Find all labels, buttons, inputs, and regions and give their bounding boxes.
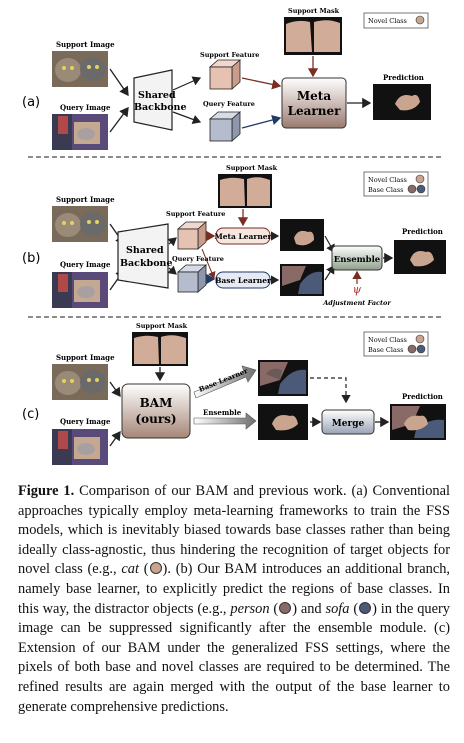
legend-c-base: Base Class — [368, 346, 404, 354]
meta-a-line1: Meta — [297, 89, 331, 103]
meta-learner-b: Meta Learner — [214, 227, 273, 245]
sofa-class-dot — [359, 601, 372, 614]
query-image-label-a: Query Image — [60, 103, 111, 112]
figure-diagram: (a) Support Image Query Image Shared Bac… — [22, 7, 446, 465]
backbone-b-line1: Shared — [126, 245, 164, 256]
meta-a-line2: Learner — [288, 104, 342, 118]
backbone-a-line1: Shared — [138, 90, 176, 101]
legend-a: Novel Class — [363, 12, 429, 29]
support-image-label-a: Support Image — [56, 40, 115, 49]
base-learner-arrow-c: Base Learner — [193, 365, 257, 399]
legend-b-base: Base Class — [368, 186, 404, 194]
caption-text-4: ) in the query image can be suppressed s… — [18, 600, 450, 715]
panel-b-label: (b) — [22, 251, 40, 266]
caption-person: person — [230, 600, 270, 617]
query-image-c — [52, 429, 108, 465]
caption-sofa: sofa — [325, 600, 350, 617]
legend-a-novel: Novel Class — [368, 17, 407, 25]
ensemble-c-label: Ensemble — [203, 408, 242, 417]
caption-cat: cat — [121, 561, 139, 578]
support-image-label-b: Support Image — [56, 195, 115, 204]
backbone-a-line2: Backbone — [134, 102, 186, 113]
support-mask-label-a: Support Mask — [288, 7, 340, 15]
query-feature-label-a: Query Feature — [203, 100, 255, 108]
legend-c-novel: Novel Class — [368, 336, 407, 344]
support-image-b — [52, 206, 108, 242]
prediction-b — [394, 240, 446, 274]
base-output-c — [258, 360, 308, 396]
support-feature-label-b: Support Feature — [166, 210, 225, 218]
base-learner-b: Base Learner — [215, 271, 272, 289]
support-mask-a — [284, 17, 342, 55]
panel-b: (b) Support Image Query Image Shared Bac… — [22, 164, 446, 308]
support-mask-c — [132, 332, 188, 366]
query-image-b — [52, 272, 108, 308]
legend-b: Novel Class Base Class — [363, 171, 429, 197]
ensemble-b-label: Ensemble — [334, 255, 381, 265]
legend-b-novel: Novel Class — [368, 176, 407, 184]
support-feature-label-a: Support Feature — [200, 51, 259, 59]
panel-a-label: (a) — [22, 95, 40, 110]
query-image-label-c: Query Image — [60, 417, 111, 426]
query-image-label-b: Query Image — [60, 260, 111, 269]
bam-block: BAM (ours) — [121, 383, 191, 439]
merge-label: Merge — [332, 419, 365, 429]
support-feature-cube-a — [208, 59, 242, 90]
query-image-a — [52, 114, 108, 150]
support-image-a — [52, 51, 108, 87]
caption-text-2: ). (b) Our BAM introduces an additional … — [18, 561, 451, 617]
query-feature-cube-b — [176, 264, 208, 293]
support-feature-cube-b — [176, 221, 208, 250]
novel-class-dot — [149, 562, 162, 575]
meta-learner-b-label: Meta Learner — [214, 232, 272, 241]
panel-a: (a) Support Image Query Image Shared Bac… — [22, 7, 431, 150]
support-image-c — [52, 364, 108, 400]
support-mask-b — [218, 174, 272, 208]
ensemble-output-c — [258, 404, 308, 440]
base-learner-c-label: Base Learner — [197, 366, 249, 394]
bam-line1: BAM — [140, 396, 173, 410]
panel-c: (c) Support Image Query Image Support Ma… — [22, 322, 446, 465]
merge-block: Merge — [321, 409, 375, 435]
legend-c: Novel Class Base Class — [363, 331, 429, 357]
prediction-label-c: Prediction — [402, 392, 443, 401]
caption-text-3: and — [297, 600, 326, 617]
psi-symbol: ψ — [353, 283, 362, 296]
support-mask-label-c: Support Mask — [136, 322, 188, 330]
person-class-dot — [279, 601, 292, 614]
base-learner-b-label: Base Learner — [215, 276, 272, 285]
query-feature-label-b: Query Feature — [172, 255, 224, 263]
meta-output-b — [280, 219, 324, 251]
figure-caption: Figure 1. Comparison of our BAM and prev… — [18, 483, 451, 715]
caption-text-1: Comparison of our BAM and previous work.… — [18, 483, 450, 578]
shared-backbone-a: Shared Backbone — [133, 69, 186, 131]
base-output-b — [280, 264, 324, 296]
figure-label: Figure 1. — [18, 483, 75, 499]
support-mask-label-b: Support Mask — [226, 164, 278, 172]
shared-backbone-b: Shared Backbone — [117, 223, 172, 289]
query-feature-cube-a — [208, 111, 242, 142]
adjustment-factor-label: Adjustment Factor — [322, 299, 391, 307]
prediction-label-b: Prediction — [402, 227, 443, 236]
meta-learner-a: Meta Learner — [281, 77, 347, 129]
backbone-b-line2: Backbone — [120, 258, 172, 269]
prediction-label-a: Prediction — [383, 73, 424, 82]
panel-c-label: (c) — [22, 407, 39, 422]
support-image-label-c: Support Image — [56, 353, 115, 362]
ensemble-arrow-c: Ensemble — [193, 408, 257, 430]
prediction-a — [373, 84, 431, 120]
prediction-c — [390, 404, 446, 440]
ensemble-b: Ensemble — [331, 245, 383, 271]
bam-line2: (ours) — [135, 412, 176, 426]
